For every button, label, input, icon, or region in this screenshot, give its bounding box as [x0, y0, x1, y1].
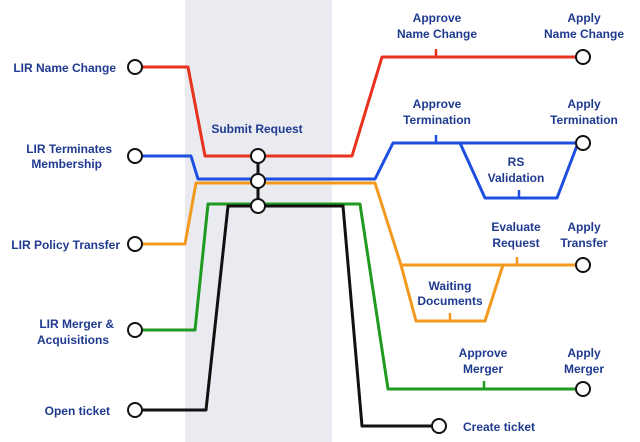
- label-apply-term-1: Apply: [567, 97, 601, 111]
- node-apply-transfer: [575, 257, 591, 273]
- line-waiting-documents: [399, 264, 505, 323]
- node-name-change-start: [127, 59, 143, 75]
- label-apply-transfer-2: Transfer: [560, 236, 608, 250]
- label-open-ticket: Open ticket: [45, 404, 110, 418]
- line-name-change: [141, 55, 583, 158]
- node-merger-start: [127, 322, 143, 338]
- line-ticket: [141, 204, 439, 428]
- label-lir-merger-1: LIR Merger &: [39, 317, 114, 331]
- label-approve-term-2: Termination: [403, 113, 471, 127]
- label-lir-terminates-2: Membership: [31, 157, 102, 171]
- label-submit-request: Submit Request: [211, 122, 302, 136]
- label-create-ticket: Create ticket: [463, 420, 535, 434]
- node-policy-transfer-start: [127, 236, 143, 252]
- label-rs-2: Validation: [488, 171, 545, 185]
- label-evaluate-2: Request: [492, 236, 539, 250]
- node-create-ticket: [431, 418, 447, 434]
- label-approve-merger-2: Merger: [463, 362, 503, 376]
- node-apply-merger: [575, 381, 591, 397]
- node-submit-1: [250, 148, 266, 164]
- line-policy-transfer: [141, 181, 583, 267]
- node-submit-3: [250, 198, 266, 214]
- label-approve-name-1: Approve: [413, 11, 462, 25]
- label-rs-1: RS: [508, 155, 525, 169]
- node-termination-start: [127, 148, 143, 164]
- label-approve-name-2: Name Change: [397, 27, 477, 41]
- line-termination: [141, 141, 578, 181]
- label-apply-term-2: Termination: [550, 113, 618, 127]
- line-rs-validation: [458, 142, 580, 200]
- label-apply-merger-2: Merger: [564, 362, 604, 376]
- label-lir-name-change: LIR Name Change: [13, 61, 116, 75]
- label-approve-term-1: Approve: [413, 97, 462, 111]
- label-approve-merger-1: Approve: [459, 346, 508, 360]
- label-waiting-2: Documents: [417, 294, 483, 308]
- node-apply-name: [575, 49, 591, 65]
- label-apply-name-2: Name Change: [544, 27, 624, 41]
- label-evaluate-1: Evaluate: [491, 220, 541, 234]
- label-apply-transfer-1: Apply: [567, 220, 601, 234]
- line-merger: [141, 202, 583, 391]
- label-lir-policy-transfer: LIR Policy Transfer: [11, 238, 120, 252]
- label-apply-name-1: Apply: [567, 11, 601, 25]
- node-submit-2: [250, 173, 266, 189]
- label-apply-merger-1: Apply: [567, 346, 601, 360]
- label-waiting-1: Waiting: [429, 279, 472, 293]
- label-lir-merger-2: Acquisitions: [37, 333, 109, 347]
- node-apply-term: [575, 135, 591, 151]
- label-lir-terminates-1: LIR Terminates: [26, 142, 112, 156]
- node-open-ticket: [127, 402, 143, 418]
